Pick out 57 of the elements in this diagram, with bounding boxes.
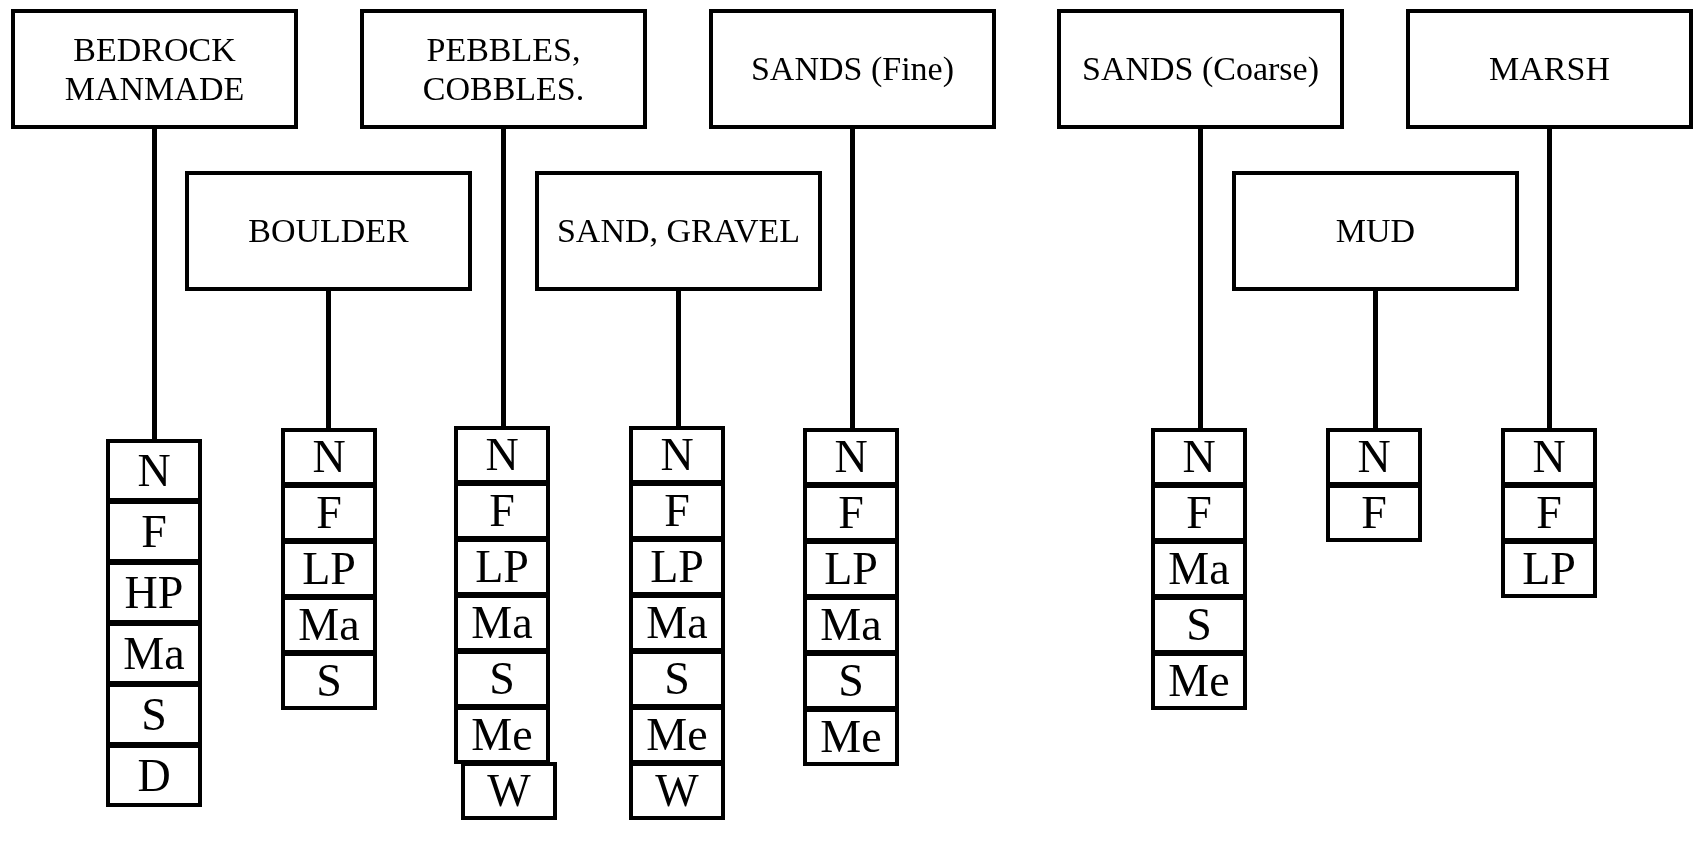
- code-cell: Ma: [106, 622, 202, 685]
- category-box: SANDS (Coarse): [1057, 9, 1344, 129]
- code-cell: LP: [454, 538, 550, 596]
- code-cell: W: [629, 762, 725, 820]
- code-cell: Me: [454, 706, 550, 764]
- connector-line: [1198, 129, 1203, 428]
- category-box: SAND, GRAVEL: [535, 171, 822, 291]
- code-cell: Me: [803, 708, 899, 766]
- code-cell: Ma: [803, 596, 899, 654]
- code-cell: LP: [803, 540, 899, 598]
- code-cell: Me: [629, 706, 725, 764]
- code-cell: N: [1326, 428, 1422, 486]
- code-cell: Me: [1151, 652, 1247, 710]
- connector-line: [152, 129, 157, 439]
- code-cell: S: [629, 650, 725, 708]
- connector-line: [326, 291, 331, 428]
- code-cell: N: [1151, 428, 1247, 486]
- code-cell: N: [454, 426, 550, 484]
- code-cell: F: [1151, 484, 1247, 542]
- code-cell: S: [454, 650, 550, 708]
- code-cell: LP: [281, 540, 377, 598]
- code-cell: HP: [106, 561, 202, 624]
- code-cell: N: [803, 428, 899, 486]
- code-cell: F: [1501, 484, 1597, 542]
- category-box: MARSH: [1406, 9, 1693, 129]
- code-cell: F: [803, 484, 899, 542]
- code-cell: N: [629, 426, 725, 484]
- connector-line: [850, 129, 855, 428]
- code-cell: Ma: [629, 594, 725, 652]
- category-box: PEBBLES, COBBLES.: [360, 9, 647, 129]
- connector-line: [1547, 129, 1552, 428]
- code-cell: N: [106, 439, 202, 502]
- code-cell: D: [106, 744, 202, 807]
- category-box: BOULDER: [185, 171, 472, 291]
- code-cell: S: [281, 652, 377, 710]
- code-cell: Ma: [281, 596, 377, 654]
- code-cell: Ma: [1151, 540, 1247, 598]
- category-box: SANDS (Fine): [709, 9, 996, 129]
- code-cell: LP: [1501, 540, 1597, 598]
- code-cell: LP: [629, 538, 725, 596]
- code-cell: F: [106, 500, 202, 563]
- code-cell: W: [461, 762, 557, 820]
- code-cell: S: [1151, 596, 1247, 654]
- connector-line: [501, 129, 506, 426]
- code-cell: F: [629, 482, 725, 540]
- code-cell: S: [803, 652, 899, 710]
- category-box: MUD: [1232, 171, 1519, 291]
- code-cell: N: [281, 428, 377, 486]
- code-cell: S: [106, 683, 202, 746]
- code-cell: F: [281, 484, 377, 542]
- code-cell: N: [1501, 428, 1597, 486]
- connector-line: [676, 291, 681, 426]
- code-cell: Ma: [454, 594, 550, 652]
- connector-line: [1373, 291, 1378, 428]
- category-box: BEDROCK MANMADE: [11, 9, 298, 129]
- code-cell: F: [454, 482, 550, 540]
- code-cell: F: [1326, 484, 1422, 542]
